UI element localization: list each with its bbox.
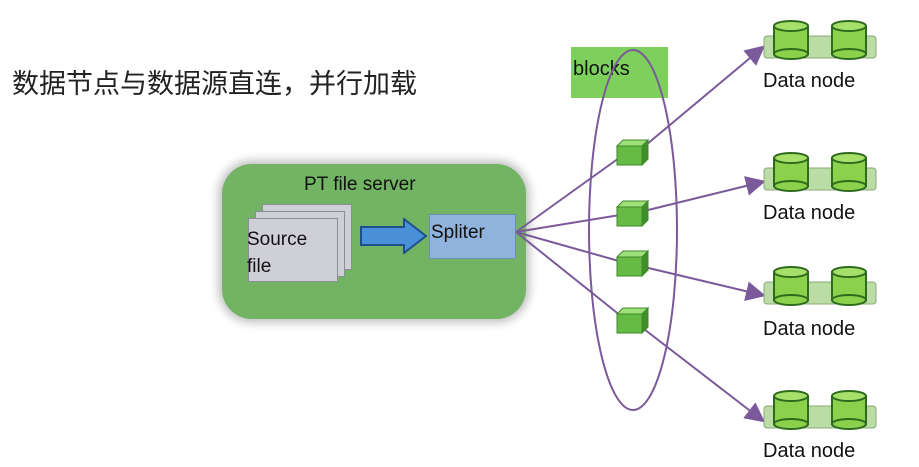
data-node-2-icon	[763, 152, 877, 192]
flow-arrow-icon	[360, 218, 428, 254]
block-cube-icon	[615, 249, 650, 278]
block-4-to-node-4-arrow	[639, 325, 766, 423]
spliter-to-block-3-line	[515, 231, 627, 264]
data-node-1-icon	[763, 20, 877, 60]
block-2-to-node-2-arrow	[639, 176, 766, 213]
blocks-ellipse	[588, 49, 678, 411]
spliter-label: Spliter	[431, 222, 485, 243]
server-title: PT file server	[304, 174, 416, 195]
block-cube-icon	[615, 199, 650, 228]
source-file-sheet-front	[248, 218, 338, 282]
data-node-1-label: Data node	[763, 70, 856, 92]
data-node-4-label: Data node	[763, 440, 856, 462]
spliter-to-block-4-line	[515, 231, 627, 321]
data-node-3-icon	[763, 266, 877, 306]
source-file-label: Source file	[247, 226, 337, 280]
block-1-to-node-1-arrow	[639, 45, 766, 151]
pt-file-server: PT file server Source file Spliter	[222, 164, 526, 319]
data-node-2-label: Data node	[763, 202, 856, 224]
spliter-box: Spliter	[429, 214, 516, 259]
diagram-heading: 数据节点与数据源直连，并行加载	[12, 69, 417, 100]
data-node-4-icon	[763, 390, 877, 430]
data-node-3-label: Data node	[763, 318, 856, 340]
spliter-to-block-1-line	[515, 152, 627, 233]
source-file-line1: Source	[247, 229, 308, 250]
block-cube-icon	[615, 138, 650, 167]
source-file-line2: file	[247, 256, 272, 277]
spliter-to-block-2-line	[515, 213, 627, 233]
block-cube-icon	[615, 306, 650, 335]
block-3-to-node-3-arrow	[639, 265, 766, 302]
